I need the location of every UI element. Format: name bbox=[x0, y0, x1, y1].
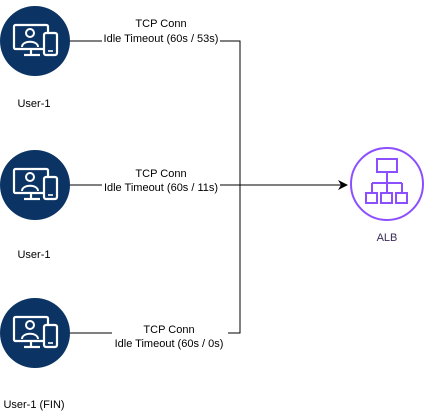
connector-user-1 bbox=[70, 40, 241, 185]
connection-title: TCP Conn bbox=[135, 168, 186, 180]
connection-title: TCP Conn bbox=[143, 324, 194, 336]
user-devices-icon bbox=[0, 6, 70, 76]
user-node-2: User-1 TCP Conn Idle Timeout (60s / 11s) bbox=[0, 150, 220, 261]
connector-user-3 bbox=[70, 185, 241, 334]
user-devices-icon bbox=[0, 298, 70, 368]
load-balancer-icon bbox=[350, 147, 424, 221]
alb-label: ALB bbox=[377, 232, 398, 244]
user-label: User-1 bbox=[17, 249, 50, 261]
idle-timeout-label: Idle Timeout (60s / 11s) bbox=[104, 182, 218, 194]
idle-timeout-label: Idle Timeout (60s / 0s) bbox=[115, 338, 224, 350]
idle-timeout-label: Idle Timeout (60s / 53s) bbox=[104, 33, 219, 45]
user-label: User-1 (FIN) bbox=[3, 399, 64, 411]
alb-node: ALB bbox=[350, 147, 424, 244]
user-label: User-1 bbox=[17, 98, 50, 110]
user-node-1: User-1 TCP Conn Idle Timeout (60s / 53s) bbox=[0, 6, 220, 110]
user-node-3: User-1 (FIN) TCP Conn Idle Timeout (60s … bbox=[0, 298, 228, 411]
user-devices-icon bbox=[0, 150, 70, 220]
connection-title: TCP Conn bbox=[135, 18, 186, 30]
